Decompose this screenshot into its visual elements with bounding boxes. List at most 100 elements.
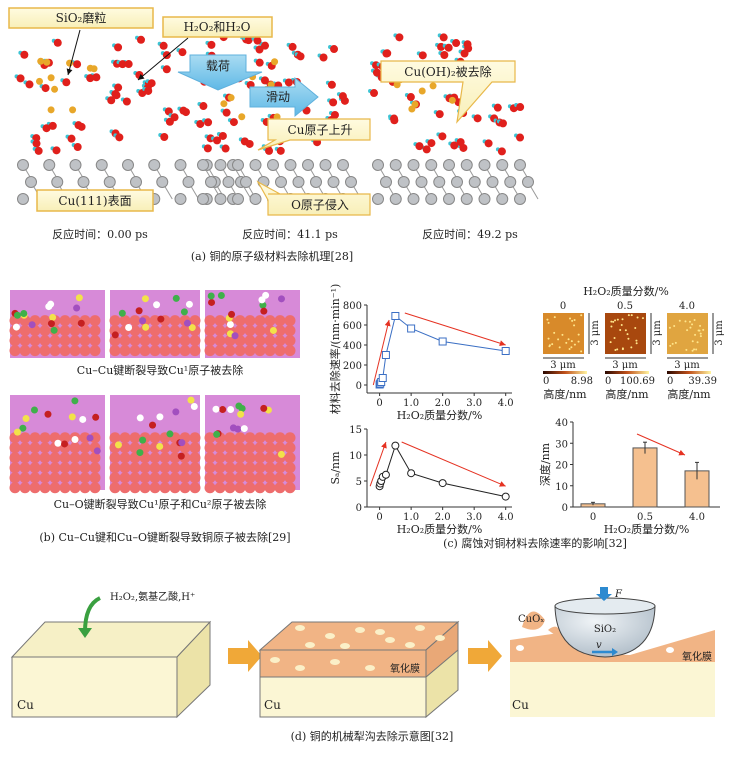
cu-atom — [214, 325, 226, 337]
cu-atom — [204, 345, 216, 357]
o-atom — [390, 114, 399, 123]
atom — [71, 436, 79, 444]
atom — [86, 434, 94, 442]
atom — [71, 397, 79, 405]
cu-atom — [169, 452, 181, 464]
cu-atom — [179, 462, 191, 474]
o-atom — [179, 106, 188, 115]
cu-atom — [148, 159, 161, 171]
y-tick-label: 200 — [343, 361, 362, 372]
afm-speckle — [630, 314, 633, 317]
afm-image — [605, 313, 646, 354]
si-atom — [86, 64, 94, 72]
cu-atom — [284, 315, 296, 327]
atom — [12, 323, 20, 331]
cu-atom — [224, 345, 236, 357]
data-point — [381, 351, 390, 359]
o-atom — [178, 48, 187, 57]
panel-b: Cu–Cu键断裂导致Cu¹原子被去除 Cu–O键断裂导致Cu¹原子和Cu²原子被… — [9, 290, 300, 544]
o-atom — [48, 121, 57, 130]
afm-speckle — [569, 317, 572, 320]
cu-atom — [79, 482, 91, 494]
y-tick-label: 10 — [555, 482, 568, 493]
cu-atom — [205, 176, 217, 188]
atom — [190, 403, 198, 411]
cu-atom — [39, 335, 51, 347]
cu-atom — [372, 193, 384, 205]
atom — [45, 303, 53, 311]
cu-atom — [407, 193, 420, 205]
afm-speckle — [684, 320, 687, 323]
x-tick-label: 2.0 — [435, 398, 451, 409]
caption-b: (b) Cu–Cu键和Cu–O键断裂导致铜原子被去除[29] — [39, 530, 290, 544]
si-atom — [411, 100, 419, 108]
afm-speckle — [557, 338, 560, 341]
o-atom — [52, 146, 61, 155]
time-label: 反应时间：49.2 ps — [422, 227, 518, 241]
cu-atom — [149, 432, 161, 444]
o-atom — [41, 84, 50, 93]
load-arrow: 载荷 — [177, 54, 263, 91]
data-point — [438, 337, 447, 346]
cu-atom — [109, 472, 121, 484]
o-atom — [253, 36, 262, 45]
atom — [92, 413, 100, 421]
cu-atom — [9, 472, 21, 484]
cu-atom — [468, 176, 481, 188]
cu-atom — [214, 193, 227, 205]
cu-atom — [319, 159, 332, 171]
atom — [13, 428, 21, 436]
si-atom — [47, 74, 55, 82]
cu-atom — [19, 432, 31, 444]
cu-atom — [9, 452, 21, 464]
atom — [185, 300, 193, 308]
o-atom — [204, 118, 213, 127]
cu-atom — [9, 462, 21, 474]
time-label: 反应时间：0.00 ps — [52, 227, 148, 241]
atom — [135, 307, 143, 315]
o-atom — [144, 86, 153, 95]
atom — [44, 410, 52, 418]
cu-atom — [496, 159, 509, 171]
cu-atom — [284, 325, 296, 337]
o-atom — [329, 98, 338, 107]
atom — [157, 315, 165, 323]
h2o2-h2o-label: H₂O₂和H₂O — [183, 20, 250, 34]
cu-label: Cu — [17, 698, 34, 712]
afm-scale-label: 3 μm — [714, 320, 725, 346]
process-arrow-icon — [468, 640, 502, 672]
o-atom — [338, 92, 347, 101]
o-atom — [435, 110, 444, 119]
cu-atom — [119, 432, 131, 444]
cu-atom — [149, 325, 161, 337]
cu-atom — [264, 335, 276, 347]
x-tick-label: 4.0 — [498, 512, 514, 523]
cu-atom — [59, 315, 71, 327]
sio2-label: SiO₂磨粒 — [56, 10, 107, 25]
trend-arrow — [401, 441, 506, 487]
o-atom — [516, 133, 525, 142]
afm-speckle — [553, 316, 556, 319]
afm-speckle — [580, 314, 583, 317]
cu-atom — [337, 159, 349, 171]
cu-rise-label: Cu原子上升 — [288, 123, 353, 137]
o-atom — [498, 119, 507, 128]
cu-atom — [179, 472, 191, 484]
x-tick-label: 1.0 — [403, 398, 419, 409]
si-atom — [238, 113, 246, 121]
cu-atom — [109, 482, 121, 494]
cu-atom — [425, 193, 438, 205]
o-atom — [159, 41, 168, 50]
cu-atom — [451, 176, 463, 188]
cu-atom — [204, 315, 216, 327]
cu-atom — [159, 472, 171, 484]
o-atom — [213, 136, 222, 145]
atom — [277, 450, 285, 458]
x-tick-label: 0.5 — [637, 512, 653, 523]
afm-speckle — [635, 339, 638, 342]
cu-atom — [274, 482, 286, 494]
o-atom — [34, 146, 43, 155]
cu-atom — [169, 462, 181, 474]
atom — [178, 439, 186, 447]
y-tick-label: 10 — [349, 451, 362, 462]
